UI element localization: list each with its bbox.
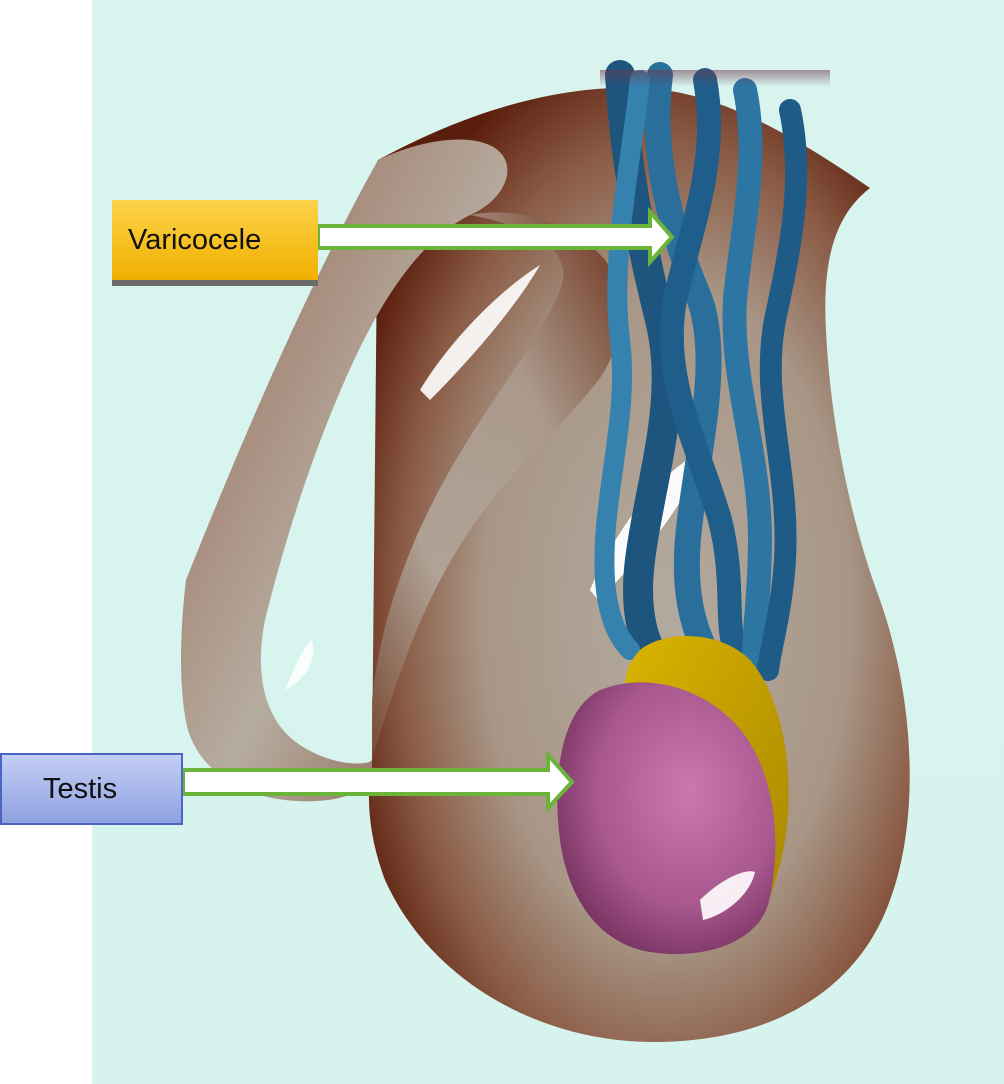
testis-arrow (181, 749, 575, 814)
shine-highlight (420, 265, 540, 400)
testis-label: Testis (0, 753, 183, 825)
shaft-fold (372, 212, 622, 761)
veins-top-shading (600, 70, 830, 210)
penis-shaft (181, 139, 508, 802)
testis-shine (700, 871, 755, 920)
testis-label-text: Testis (43, 772, 118, 805)
varicocele-arrow (316, 206, 675, 268)
glans-highlight (285, 640, 314, 690)
varicocele-label-text: Varicocele (128, 223, 262, 256)
varicocele-label: Varicocele (112, 200, 318, 286)
epididymis (625, 636, 789, 925)
